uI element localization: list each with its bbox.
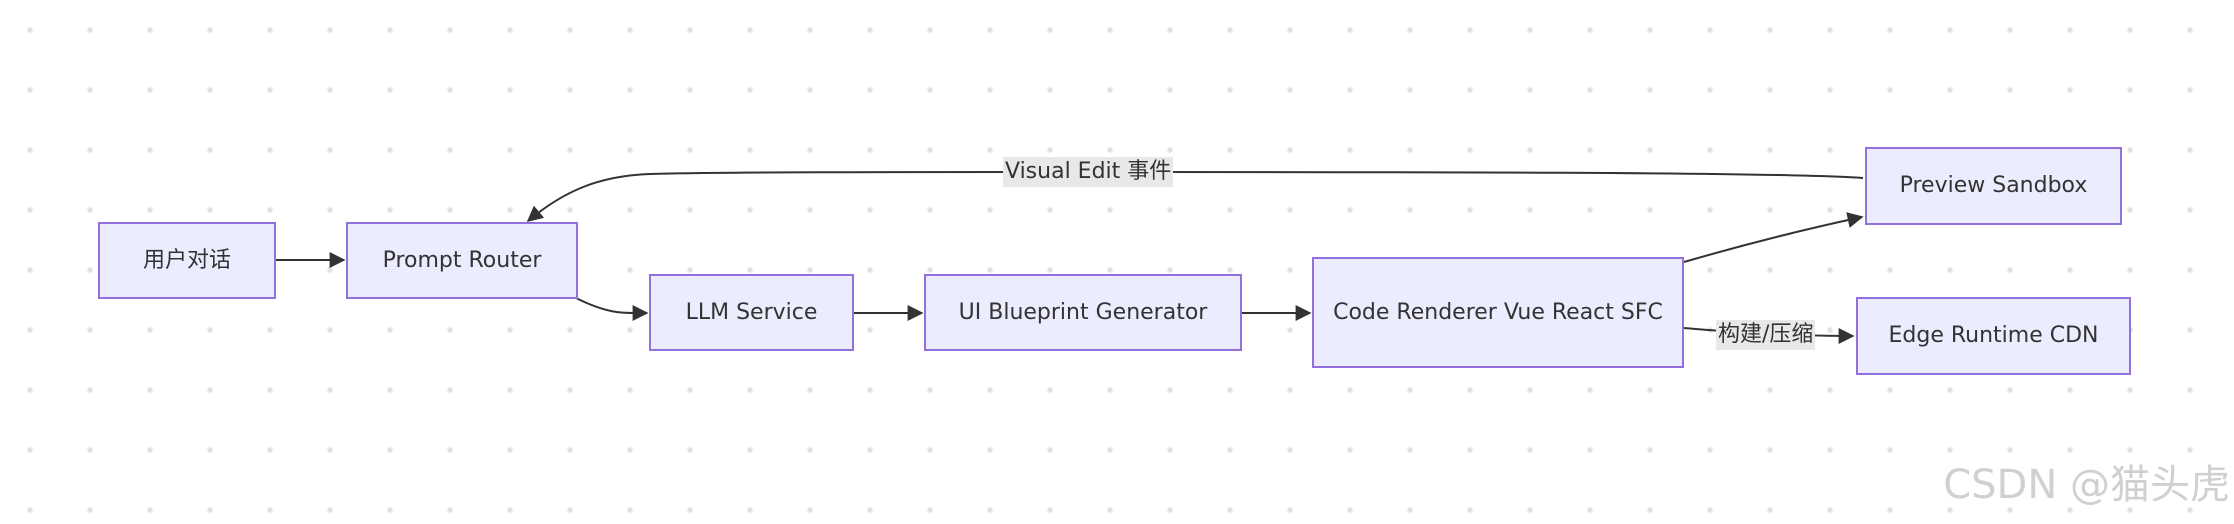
node-prompt-router-label: Prompt Router [382, 247, 542, 273]
node-llm-service-label: LLM Service [685, 299, 818, 325]
node-edge-runtime-cdn[interactable]: Edge Runtime CDN [1856, 297, 2131, 375]
watermark: CSDN @猫头虎 [1943, 462, 2230, 508]
node-llm-service[interactable]: LLM Service [649, 274, 854, 351]
node-edge-runtime-cdn-label: Edge Runtime CDN [1888, 323, 2099, 348]
node-ui-blueprint-generator-label: UI Blueprint Generator [958, 299, 1208, 325]
node-preview-sandbox-label: Preview Sandbox [1899, 173, 2088, 198]
edge-renderer-to-preview [1683, 212, 1864, 263]
edge-preview-to-router [526, 171, 1864, 223]
node-ui-blueprint-generator[interactable]: UI Blueprint Generator [924, 274, 1242, 351]
node-preview-sandbox[interactable]: Preview Sandbox [1865, 147, 2122, 225]
node-code-renderer[interactable]: Code Renderer Vue React SFC [1312, 257, 1684, 368]
node-user-dialog-label: 用户对话 [142, 247, 231, 273]
node-prompt-router[interactable]: Prompt Router [346, 222, 578, 299]
edge-router-to-llm [575, 297, 649, 322]
edge-label-build-compress: 构建/压缩 [1716, 320, 1816, 350]
edge-label-visual-edit: Visual Edit 事件 [1003, 157, 1174, 187]
node-user-dialog[interactable]: 用户对话 [98, 222, 276, 299]
node-code-renderer-label: Code Renderer Vue React SFC [1333, 299, 1663, 325]
